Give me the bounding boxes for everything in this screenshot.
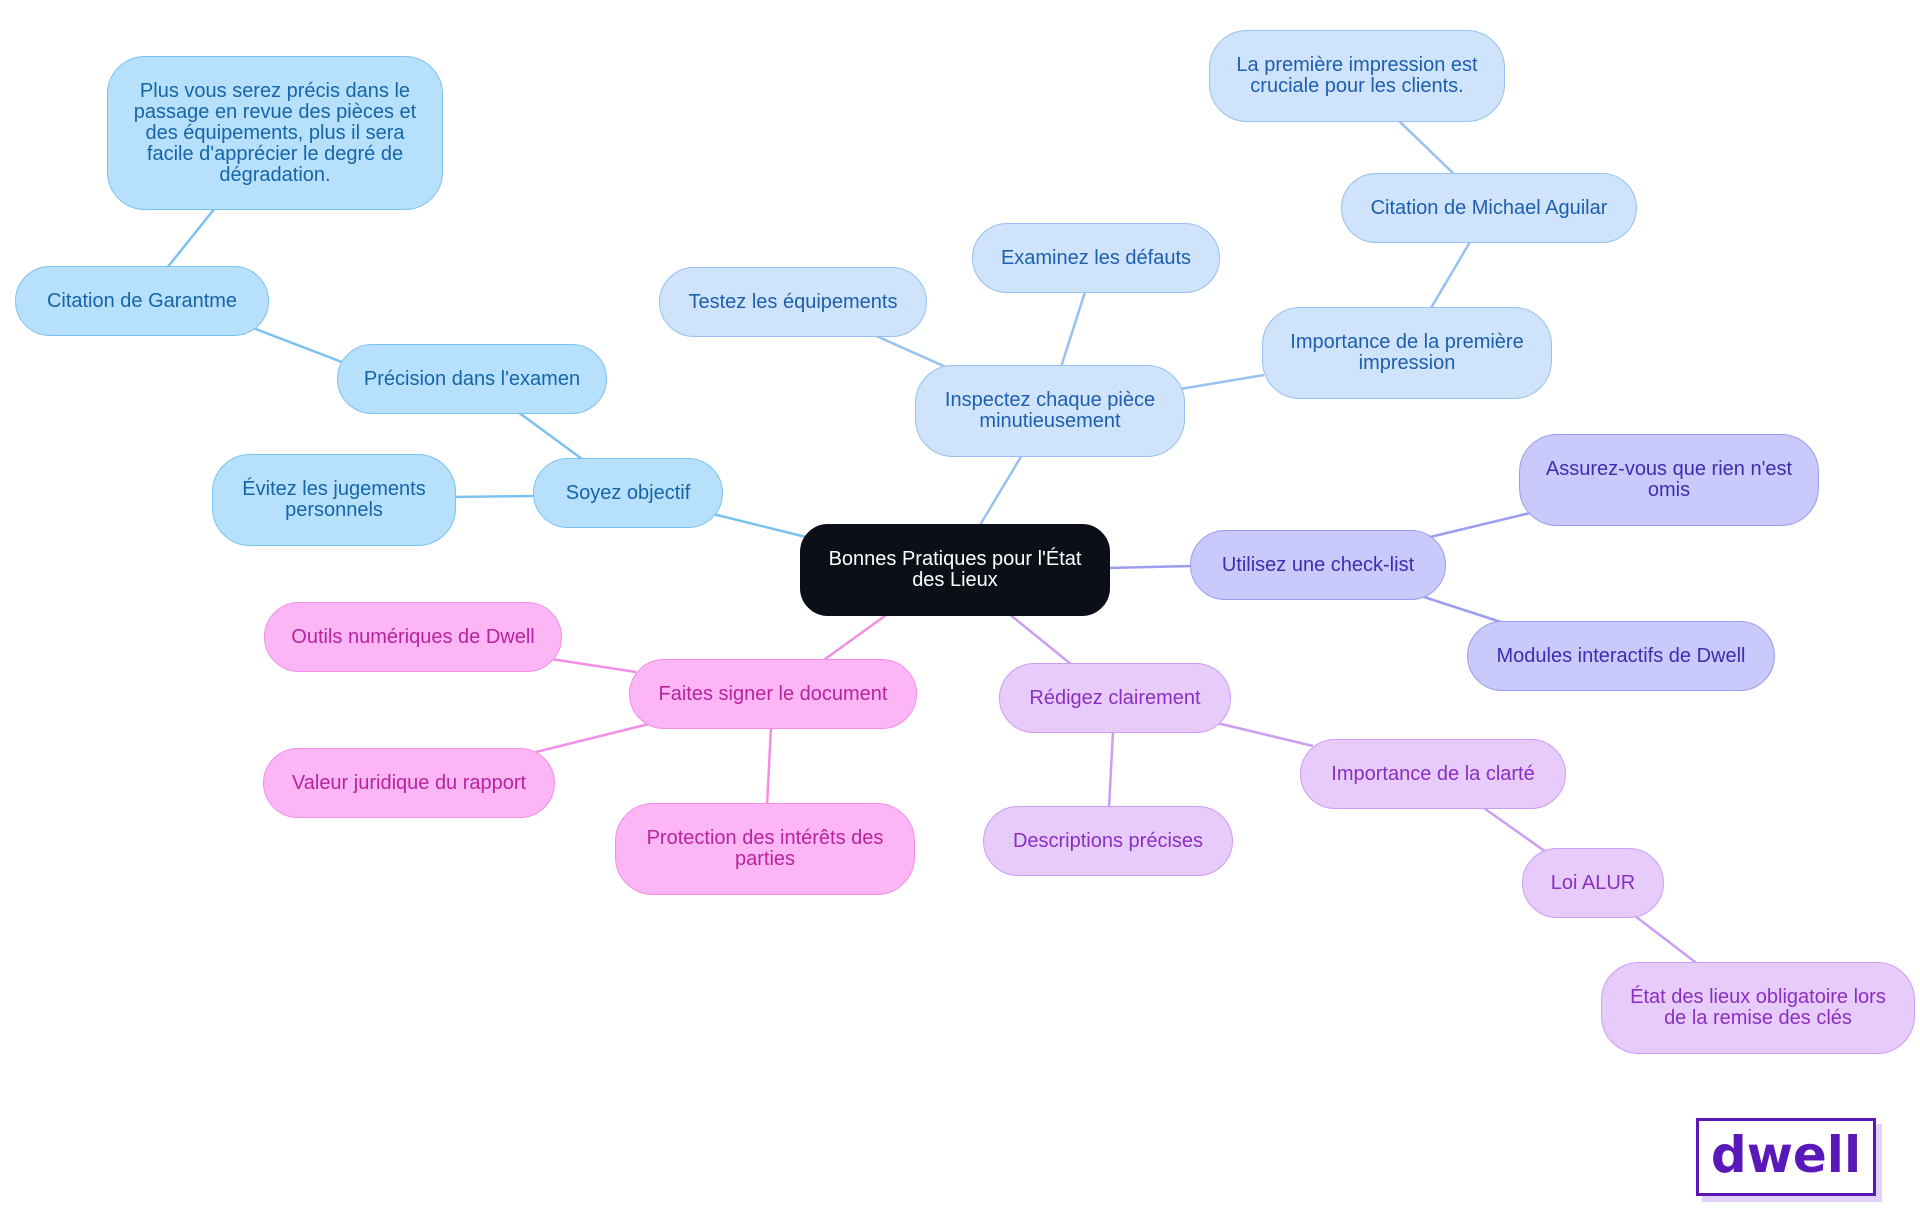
link-inspectez-to-importance-impression	[1179, 373, 1265, 391]
link-redigez-to-clarte	[1216, 721, 1314, 748]
node-aguilar: Citation de Michael Aguilar	[1341, 173, 1637, 243]
link-signer-to-outils	[550, 657, 637, 674]
link-root-to-checklist	[1107, 564, 1193, 570]
link-alur-to-alur-detail	[1634, 915, 1700, 966]
node-descriptions: Descriptions précises	[983, 806, 1233, 876]
node-inspectez: Inspectez chaque pièce minutieusement	[915, 365, 1185, 457]
node-signer: Faites signer le document	[629, 659, 917, 729]
root-node: Bonnes Pratiques pour l'État des Lieux	[800, 524, 1110, 616]
link-checklist-to-rien-omis	[1425, 511, 1531, 540]
node-aguilar-quote: La première impression est cruciale pour…	[1209, 30, 1505, 122]
node-precision: Précision dans l'examen	[337, 344, 607, 414]
node-alur: Loi ALUR	[1522, 848, 1664, 918]
node-testez: Testez les équipements	[659, 267, 927, 337]
link-importance-impression-to-aguilar	[1429, 241, 1472, 309]
node-redigez: Rédigez clairement	[999, 663, 1231, 733]
node-modules: Modules interactifs de Dwell	[1467, 621, 1775, 691]
link-clarte-to-alur	[1480, 804, 1547, 854]
dwell-logo: dwell	[1696, 1118, 1876, 1196]
node-garantme-quote: Plus vous serez précis dans le passage e…	[107, 56, 443, 210]
logo-text: dwell	[1710, 1126, 1862, 1184]
node-clarte: Importance de la clarté	[1300, 739, 1566, 809]
link-checklist-to-modules	[1423, 595, 1508, 626]
node-outils: Outils numériques de Dwell	[264, 602, 562, 672]
mindmap-links	[166, 120, 1700, 966]
node-objectif: Soyez objectif	[533, 458, 723, 528]
node-rien-omis: Assurez-vous que rien n'est omis	[1519, 434, 1819, 526]
node-examinez: Examinez les défauts	[972, 223, 1220, 293]
node-protection: Protection des intérêts des parties	[615, 803, 915, 895]
link-root-to-objectif	[712, 512, 807, 539]
link-garantme-to-garantme-quote	[166, 207, 216, 269]
node-checklist: Utilisez une check-list	[1190, 530, 1446, 600]
node-alur-detail: État des lieux obligatoire lors de la re…	[1601, 962, 1915, 1054]
node-valeur: Valeur juridique du rapport	[263, 748, 555, 818]
link-signer-to-valeur	[535, 722, 650, 754]
link-objectif-to-precision	[517, 410, 583, 461]
link-aguilar-to-aguilar-quote	[1398, 120, 1456, 176]
link-root-to-signer	[820, 611, 890, 664]
link-objectif-to-jugements	[451, 494, 535, 499]
link-redigez-to-descriptions	[1107, 730, 1115, 809]
link-inspectez-to-examinez	[1059, 291, 1087, 368]
node-garantme: Citation de Garantme	[15, 266, 269, 336]
link-root-to-redigez	[1007, 612, 1073, 666]
link-signer-to-protection	[765, 726, 773, 807]
link-inspectez-to-testez	[871, 332, 949, 370]
link-root-to-inspectez	[978, 454, 1024, 526]
node-jugements: Évitez les jugements personnels	[212, 454, 456, 546]
link-precision-to-garantme	[252, 326, 348, 366]
node-importance-impression: Importance de la première impression	[1262, 307, 1552, 399]
